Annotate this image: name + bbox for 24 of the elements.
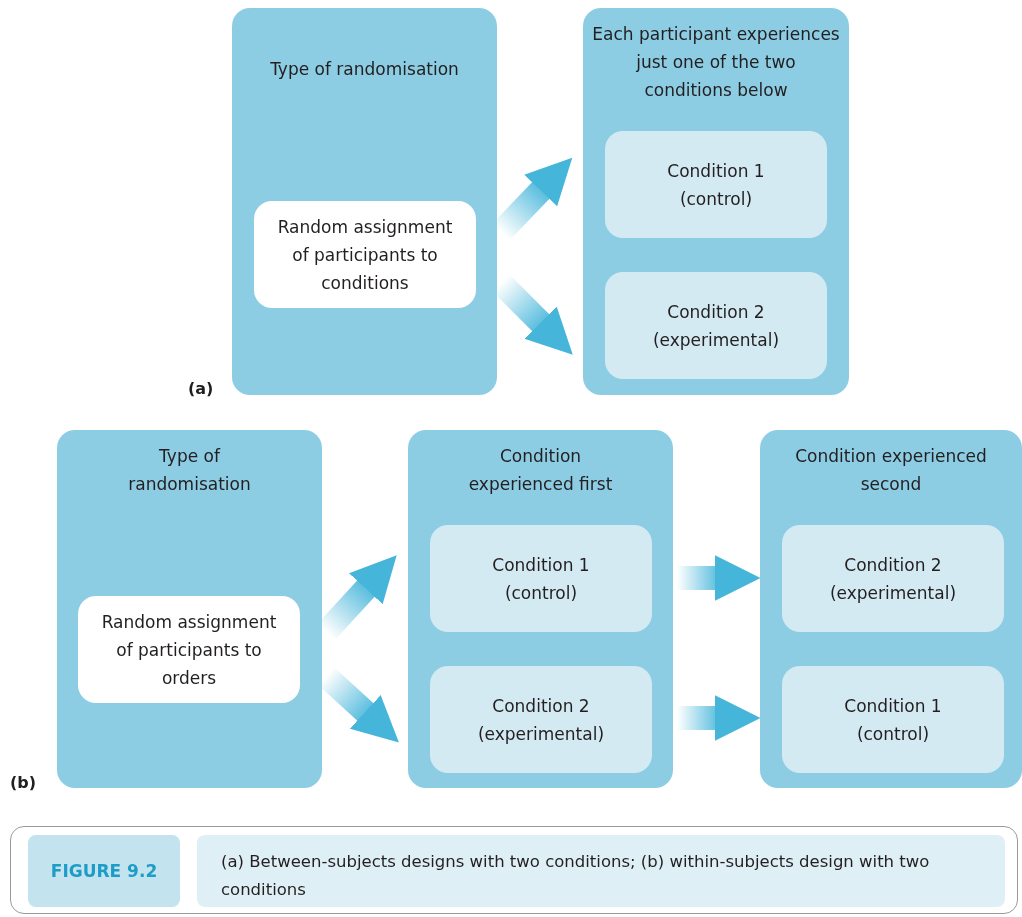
panel-heading: Type of randomisation	[269, 58, 460, 81]
panel-heading: Condition experienced second	[794, 445, 988, 496]
figure-number: FIGURE 9.2	[28, 835, 180, 907]
caption: (a) Between-subjects designs with two conditions; (b) within-subjects design with two conditions	[197, 835, 1005, 907]
panel-heading: Each participant experiences just one of the two conditions below	[591, 23, 841, 102]
panel-letter: (b)	[10, 773, 37, 792]
block-arrow	[677, 555, 761, 601]
process-box: Condition 2 (experimental)	[605, 272, 827, 379]
panel-heading: Condition experienced first	[467, 445, 614, 496]
process-box: Condition 2 (experimental)	[782, 525, 1004, 632]
block-arrow	[677, 695, 761, 741]
process-box: Random assignment of participants to orders	[78, 596, 300, 703]
panel	[583, 8, 849, 395]
panel	[232, 8, 497, 395]
panel	[408, 430, 673, 788]
panel	[57, 430, 322, 788]
panel-letter: (a)	[188, 379, 214, 398]
panel-heading: Type of randomisation	[127, 445, 252, 496]
panel	[760, 430, 1022, 788]
process-box: Random assignment of participants to conditions	[254, 201, 476, 308]
process-box: Condition 1 (control)	[605, 131, 827, 238]
process-box: Condition 1 (control)	[430, 525, 652, 632]
process-box: Condition 1 (control)	[782, 666, 1004, 773]
process-box: Condition 2 (experimental)	[430, 666, 652, 773]
